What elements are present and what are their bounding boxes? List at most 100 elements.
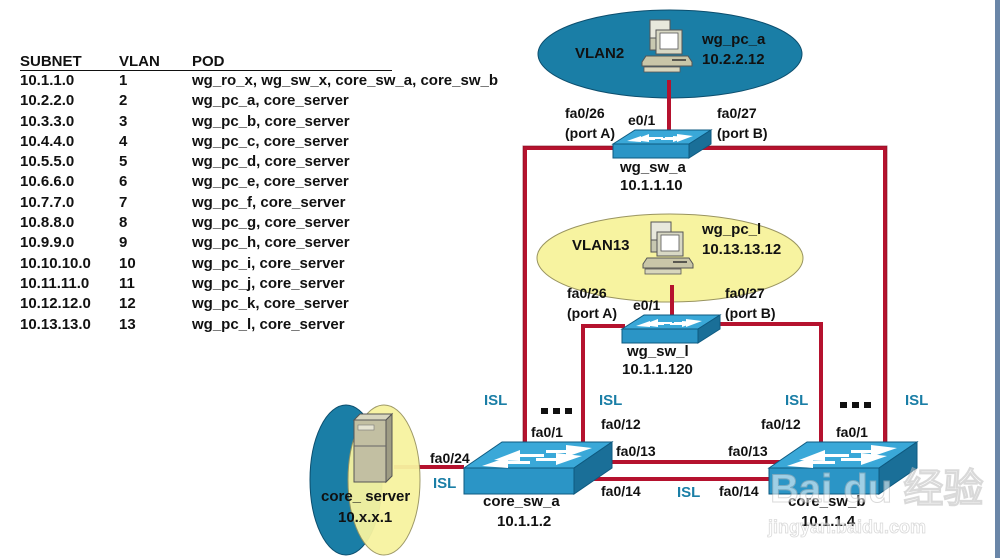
core-sw-a-port-fa01: fa0/1 — [531, 424, 563, 440]
cell-pod: wg_pc_l, core_server — [192, 315, 345, 333]
core-sw-a-port-fa012: fa0/12 — [601, 416, 641, 432]
wg-sw-a-name: wg_sw_a — [619, 159, 687, 176]
table-row: 10.12.12.0 12 wg_pc_k, core_server — [20, 294, 392, 314]
cell-pod: wg_pc_k, core_server — [192, 295, 349, 313]
core-sw-b-port-fa014: fa0/14 — [719, 483, 759, 499]
cell-pod: wg_pc_b, core_server — [192, 112, 350, 130]
core-server-name: core_ server — [321, 488, 410, 505]
cell-subnet: 10.12.12.0 — [20, 295, 91, 313]
header-vlan: VLAN — [119, 53, 160, 70]
wg-sw-a-ip: 10.1.1.10 — [620, 177, 683, 194]
core-sw-b-name: core_sw_b — [788, 493, 866, 510]
core-sw-b-port-fa01: fa0/1 — [836, 424, 868, 440]
link-wg-sw-a-portb-to-core-sw-b — [700, 146, 887, 460]
header-subnet: SUBNET — [20, 53, 82, 70]
cell-vlan: 10 — [119, 254, 136, 272]
table-row: 10.10.10.0 10 wg_pc_i, core_server — [20, 254, 392, 274]
isl-label: ISL — [677, 484, 700, 501]
links — [394, 80, 887, 481]
wg-sw-l-port-left-sub: (port A) — [567, 305, 617, 321]
cell-pod: wg_pc_i, core_server — [192, 254, 345, 272]
cell-pod: wg_pc_d, core_server — [192, 153, 350, 171]
cell-pod: wg_pc_e, core_server — [192, 173, 349, 191]
cell-subnet: 10.10.10.0 — [20, 254, 91, 272]
switch-icon — [612, 129, 712, 159]
wg-sw-l-port-right: fa0/27 — [725, 285, 765, 301]
core-sw-a-port-fa014: fa0/14 — [601, 483, 641, 499]
cell-vlan: 11 — [119, 274, 135, 292]
table-row: 10.6.6.0 6 wg_pc_e, core_server — [20, 172, 392, 192]
cell-vlan: 6 — [119, 173, 128, 191]
cell-vlan: 9 — [119, 234, 128, 252]
core-sw-b-port-fa013: fa0/13 — [728, 443, 768, 459]
core-sw-a-port-fa013: fa0/13 — [616, 443, 656, 459]
pc-a-name: wg_pc_a — [701, 31, 766, 48]
isl-label: ISL — [433, 475, 456, 492]
pc-l-name: wg_pc_l — [701, 221, 761, 238]
wg-sw-a-port-right: fa0/27 — [717, 105, 757, 121]
cell-vlan: 12 — [119, 295, 136, 313]
cell-pod: wg_pc_h, core_server — [192, 234, 350, 252]
cell-vlan: 5 — [119, 153, 128, 171]
cell-subnet: 10.7.7.0 — [20, 193, 75, 211]
server-icon — [352, 412, 394, 484]
wg-sw-a-port-right-sub: (port B) — [717, 125, 768, 141]
link-wg-sw-l-porta-to-core-sw-a — [581, 324, 625, 458]
switch-icon — [621, 314, 721, 344]
more-switches-ellipsis — [541, 402, 871, 414]
cell-subnet: 10.11.11.0 — [20, 274, 90, 292]
cell-pod: wg_pc_g, core_server — [192, 214, 350, 232]
switch-icon — [463, 441, 613, 495]
table-row: 10.7.7.0 7 wg_pc_f, core_server — [20, 193, 392, 213]
cell-pod: wg_pc_a, core_server — [192, 92, 349, 110]
cell-subnet: 10.1.1.0 — [20, 72, 75, 89]
wg-sw-l-port-up: e0/1 — [633, 297, 660, 313]
core-server-ip: 10.x.x.1 — [338, 509, 392, 526]
isl-label: ISL — [785, 392, 808, 409]
cell-vlan: 3 — [119, 112, 128, 130]
cell-vlan: 13 — [119, 315, 136, 333]
cell-vlan: 1 — [119, 72, 128, 89]
table-row: 10.5.5.0 5 wg_pc_d, core_server — [20, 152, 392, 172]
watermark: Bai du 经验 jingyan.baidu.com — [767, 467, 984, 538]
wg-sw-a-port-left: fa0/26 — [565, 105, 605, 121]
vlan2-label: VLAN2 — [575, 45, 624, 62]
vlan13-label: VLAN13 — [572, 237, 630, 254]
cell-pod: wg_pc_c, core_server — [192, 132, 349, 150]
core-sw-b-port-fa012: fa0/12 — [761, 416, 801, 432]
frame-border — [995, 0, 1000, 558]
wg-sw-l-port-left: fa0/26 — [567, 285, 607, 301]
cell-vlan: 7 — [119, 193, 128, 211]
watermark-brand: Bai du 经验 — [770, 467, 983, 511]
cell-subnet: 10.8.8.0 — [20, 214, 75, 232]
cell-pod: wg_pc_j, core_server — [192, 274, 345, 292]
table-row: 10.11.11.0 11 wg_pc_j, core_server — [20, 274, 392, 294]
cell-subnet: 10.6.6.0 — [20, 173, 75, 191]
wg-sw-l-ip: 10.1.1.120 — [622, 361, 693, 378]
cell-pod: wg_ro_x, wg_sw_x, core_sw_a, core_sw_b — [192, 72, 498, 89]
link-wg-sw-l-portb-to-core-sw-b — [718, 322, 823, 460]
link-wg-sw-a-porta-to-core-sw-a — [523, 146, 616, 455]
wg-sw-a-port-up: e0/1 — [628, 112, 655, 128]
cell-vlan: 2 — [119, 92, 128, 110]
cell-subnet: 10.5.5.0 — [20, 153, 75, 171]
table-row: 10.1.1.0 1 wg_ro_x, wg_sw_x, core_sw_a, co… — [20, 71, 498, 91]
table-header: SUBNET VLAN POD — [20, 52, 392, 71]
cell-subnet: 10.4.4.0 — [20, 132, 75, 150]
isl-label: ISL — [905, 392, 928, 409]
core-sw-a-port-fa024: fa0/24 — [430, 450, 470, 466]
wg-sw-a-port-left-sub: (port A) — [565, 125, 615, 141]
isl-label: ISL — [484, 392, 507, 409]
pc-l-ip: 10.13.13.12 — [702, 241, 781, 258]
isl-label: ISL — [599, 392, 622, 409]
core-sw-a-name: core_sw_a — [483, 493, 560, 510]
cell-pod: wg_pc_f, core_server — [192, 193, 346, 211]
subnet-vlan-table: SUBNET VLAN POD 10.1.1.0 1 wg_ro_x, wg_sw_… — [20, 52, 498, 335]
